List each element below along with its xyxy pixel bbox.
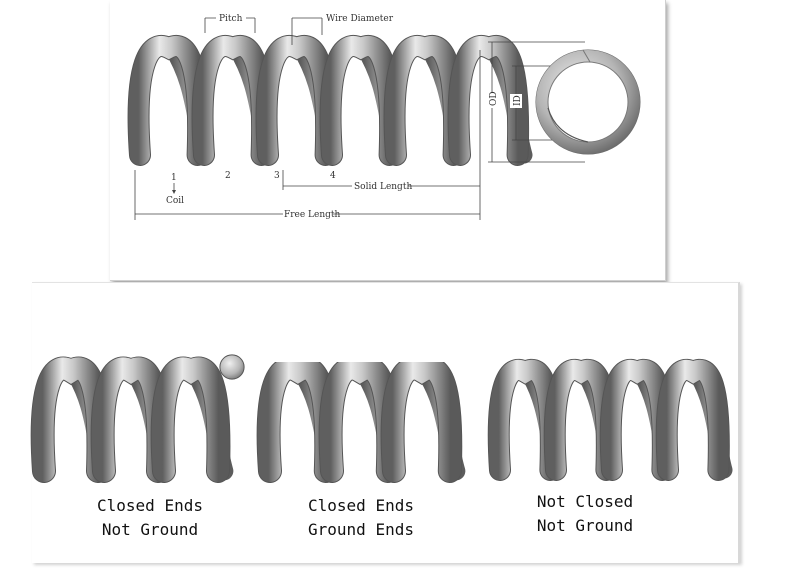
coil-front-strand — [192, 36, 273, 165]
coil-front-strand — [320, 36, 401, 165]
end-type-3-line2: Not Ground — [536, 516, 634, 535]
spring-end-view-ring — [535, 49, 641, 155]
coil-number-4: 4 — [330, 171, 336, 181]
end-type-2-line1: Closed Ends — [308, 496, 414, 515]
end-type-2-line2: Ground Ends — [308, 520, 414, 539]
spring-closed-ends-not-ground — [30, 354, 245, 483]
coil-front-strand — [488, 359, 561, 480]
end-type-1-line1: Closed Ends — [97, 496, 203, 515]
dimension-labels: Pitch Wire Diameter Solid Length Free Le… — [166, 12, 523, 220]
coil-number-3: 3 — [274, 171, 280, 181]
id-label: ID — [513, 95, 523, 106]
coil-front-strand — [151, 357, 230, 482]
end-type-3-line1: Not Closed — [536, 492, 634, 511]
spring-not-closed-not-ground — [487, 358, 733, 481]
coil-front-strand — [544, 359, 617, 480]
end-type-caption-1: Closed Ends Not Ground — [50, 494, 250, 542]
coil-front-strand — [384, 36, 465, 165]
free-length-label: Free Length — [284, 210, 341, 220]
coil-label: Coil — [166, 196, 184, 206]
wire-diameter-label: Wire Diameter — [326, 14, 394, 24]
end-type-caption-2: Closed Ends Ground Ends — [261, 494, 461, 542]
coil-number-2: 2 — [225, 171, 231, 181]
compression-spring-illustration — [127, 35, 533, 166]
ground-end-top — [248, 356, 478, 362]
solid-length-label: Solid Length — [354, 182, 412, 192]
coil-front-strand — [128, 36, 209, 165]
pitch-label: Pitch — [219, 14, 243, 24]
spring-closed-ends-ground-ends — [248, 356, 478, 483]
coil-number-1: 1 — [171, 173, 177, 183]
od-label: OD — [489, 91, 499, 106]
coil-front-strand — [256, 36, 337, 165]
end-type-caption-3: Not Closed Not Ground — [485, 490, 685, 538]
coil-front-strand — [656, 359, 729, 480]
end-type-1-line2: Not Ground — [101, 520, 199, 539]
coil-front-strand — [600, 359, 673, 480]
wire-end-cross-section — [219, 354, 245, 380]
coil-front-strand — [381, 357, 462, 482]
